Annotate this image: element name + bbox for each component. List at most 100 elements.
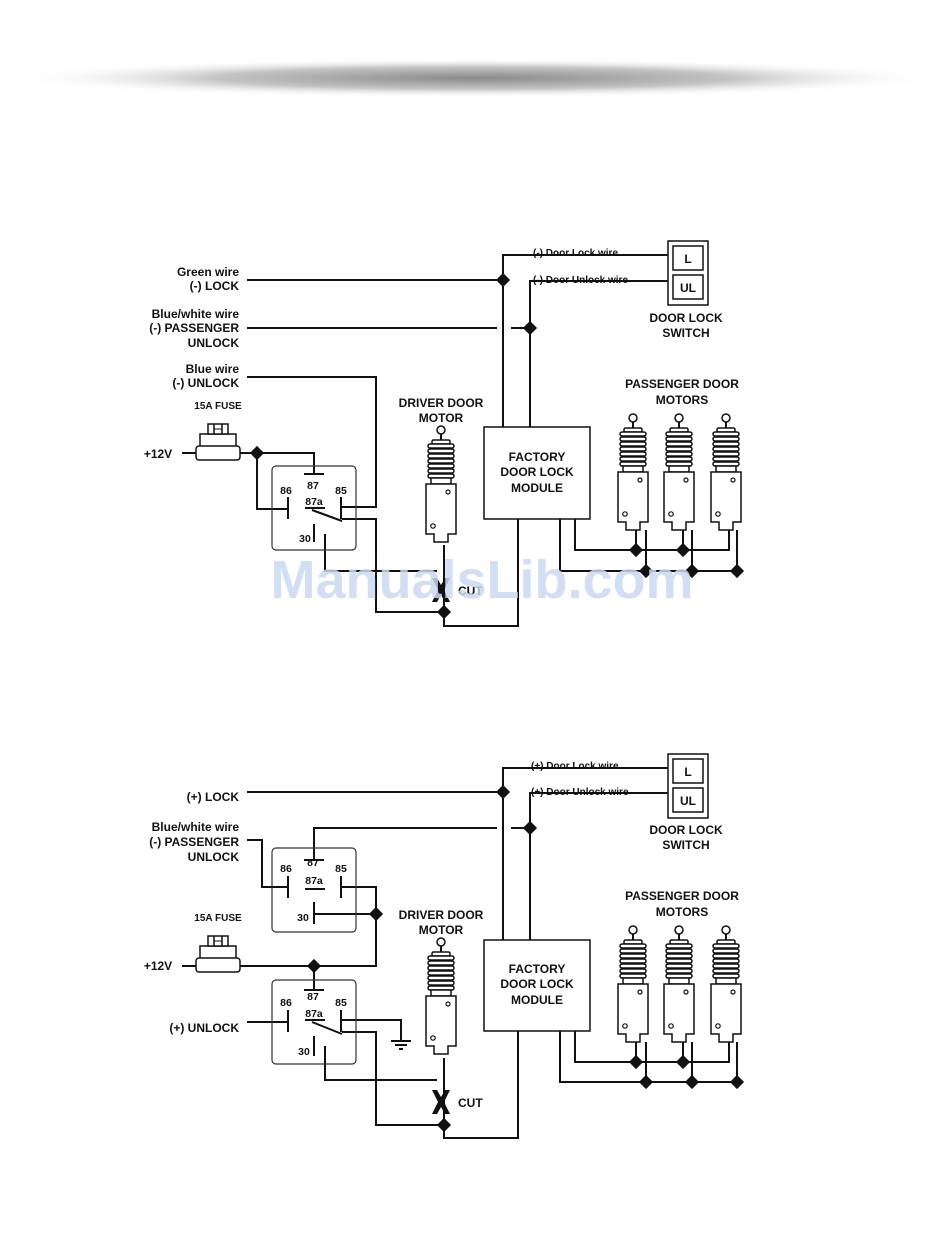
relay1-term-85: 85	[335, 863, 347, 875]
switch-l-label: L	[684, 765, 691, 779]
plus12v-label: +12V	[144, 447, 172, 461]
switch-ul-key	[672, 274, 704, 300]
relay2-term-30: 30	[298, 1046, 310, 1058]
bluewhite-wire-label: Blue/white wire	[152, 307, 240, 321]
relay2-box	[271, 979, 357, 1065]
junction-dot	[729, 563, 745, 579]
switch-l-label: L	[684, 252, 691, 266]
relay-term-87a: 87a	[305, 496, 323, 508]
passenger-motor-3-icon	[710, 925, 742, 1043]
junction-dot	[638, 563, 654, 579]
cut-mark-icon	[432, 1090, 450, 1114]
junction-dot	[729, 1074, 745, 1090]
passenger-unlock-wire	[247, 839, 288, 888]
relay2-armature	[311, 1021, 343, 1035]
relay2-term-87: 87	[307, 991, 319, 1003]
fuse-to-87	[240, 452, 315, 474]
cut-label: CUT	[458, 1096, 483, 1110]
junction-dot	[675, 542, 691, 558]
relay-box	[271, 465, 357, 551]
green-wire-label: Green wire	[177, 265, 239, 279]
neg-passenger-label: (-) PASSENGER	[149, 321, 239, 335]
relay1-term-86: 86	[280, 863, 292, 875]
door-lock-switch-wire	[502, 767, 670, 940]
fuse-label: 15A FUSE	[194, 401, 242, 412]
relay-term-85: 85	[335, 485, 347, 497]
door-lock-wire-label: (+) Door Lock wire	[531, 761, 619, 772]
factory-module-box	[483, 939, 591, 1032]
junction-dot	[628, 542, 644, 558]
diagram-negative-lock: Green wire (-) LOCK Blue/white wire (-) …	[144, 240, 745, 627]
pos-unlock-label: (+) UNLOCK	[169, 1021, 239, 1035]
factory-module-label-1: FACTORY	[509, 450, 566, 464]
switch-label-2: SWITCH	[662, 838, 709, 852]
passenger-bus-b	[559, 519, 737, 572]
relay2-term-86: 86	[280, 997, 292, 1009]
switch-ul-key	[672, 787, 704, 813]
factory-module-label-2: DOOR LOCK	[500, 465, 574, 479]
door-lock-switch-wire	[502, 254, 670, 427]
junction-dot	[522, 820, 538, 836]
relay2-term-87a: 87a	[305, 1008, 323, 1020]
junction-dot	[249, 445, 265, 461]
switch-ul-label: UL	[680, 281, 696, 295]
passenger-motor-1-icon	[617, 925, 649, 1043]
factory-module-label-1: FACTORY	[509, 962, 566, 976]
door-unlock-wire-label: (-) Door Unlock wire	[533, 275, 628, 286]
relay-87a-wire	[342, 518, 444, 613]
pm3-lead-a	[683, 530, 730, 551]
pm3-lead-a	[683, 1042, 730, 1063]
junction-dot	[638, 1074, 654, 1090]
door-lock-wire-label: (-) Door Lock wire	[533, 248, 618, 259]
neg-lock-label: (-) LOCK	[190, 279, 240, 293]
junction-dot	[522, 320, 538, 336]
relay2-30-wire	[324, 1046, 437, 1081]
driver-motor-wire	[443, 1031, 519, 1139]
passenger-motors-label-2: MOTORS	[656, 905, 708, 919]
junction-dot	[675, 1054, 691, 1070]
switch-label-1: DOOR LOCK	[649, 823, 723, 837]
switch-ul-label: UL	[680, 794, 696, 808]
relay-term-87: 87	[307, 480, 319, 492]
diagram-positive-lock: (+) LOCK Blue/white wire (-) PASSENGER U…	[144, 753, 745, 1139]
passenger-motor-3-icon	[710, 413, 742, 531]
junction-dot	[495, 272, 511, 288]
factory-module-label-3: MODULE	[511, 481, 563, 495]
junction-dot	[684, 1074, 700, 1090]
switch-label-2: SWITCH	[662, 326, 709, 340]
switch-l-key	[672, 758, 704, 784]
junction-dot	[684, 563, 700, 579]
fuse-icon	[195, 423, 241, 461]
relay-30-wire	[324, 534, 437, 572]
unlock-wire	[247, 376, 377, 508]
relay1-box	[271, 847, 357, 933]
relay1-87-wire-a	[313, 827, 497, 860]
relay-term-86: 86	[280, 485, 292, 497]
cut-label: CUT	[458, 584, 483, 598]
bluewhite-wire-label: Blue/white wire	[152, 820, 240, 834]
switch-label-1: DOOR LOCK	[649, 311, 723, 325]
driver-motor-label-1: DRIVER DOOR	[399, 396, 484, 410]
junction-dot	[436, 604, 452, 620]
relay1-term-87a: 87a	[305, 875, 323, 887]
header-bar	[5, 58, 945, 98]
passenger-unlock-label: UNLOCK	[188, 850, 240, 864]
passenger-motor-2-icon	[663, 413, 695, 531]
passenger-motors-label-2: MOTORS	[656, 393, 708, 407]
passenger-unlock-label: UNLOCK	[188, 336, 240, 350]
relay2-85-ground-wire	[342, 1019, 402, 1040]
fuse-icon	[195, 935, 241, 973]
driver-motor-label-2: MOTOR	[419, 411, 464, 425]
factory-module-label-3: MODULE	[511, 993, 563, 1007]
driver-door-motor-icon	[425, 425, 457, 543]
driver-motor-label-2: MOTOR	[419, 923, 464, 937]
junction-dot	[628, 1054, 644, 1070]
factory-module-label-2: DOOR LOCK	[500, 977, 574, 991]
factory-module-box	[483, 426, 591, 520]
relay2-87a-wire	[342, 1031, 444, 1126]
door-unlock-switch-wire	[529, 792, 670, 940]
driver-door-motor-icon	[425, 937, 457, 1055]
ground-icon	[390, 1040, 412, 1050]
relay-armature	[311, 509, 343, 522]
